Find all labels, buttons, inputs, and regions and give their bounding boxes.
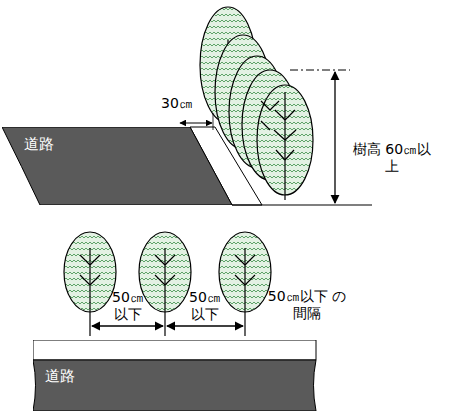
spacing-note: 50㎝以下 の間隔: [267, 288, 347, 323]
spacing-label: 50㎝ 以下: [106, 289, 150, 324]
dimension-label: 30㎝: [152, 95, 202, 113]
road-shape: [33, 340, 318, 411]
road-band: 道路: [2, 127, 234, 205]
spacing-label: 50㎝ 以下: [183, 289, 227, 324]
road-band: 道路: [33, 340, 318, 411]
road-label: 道路: [45, 367, 75, 386]
height-label: 樹高 60㎝以上: [352, 141, 432, 176]
road-label: 道路: [24, 135, 54, 154]
